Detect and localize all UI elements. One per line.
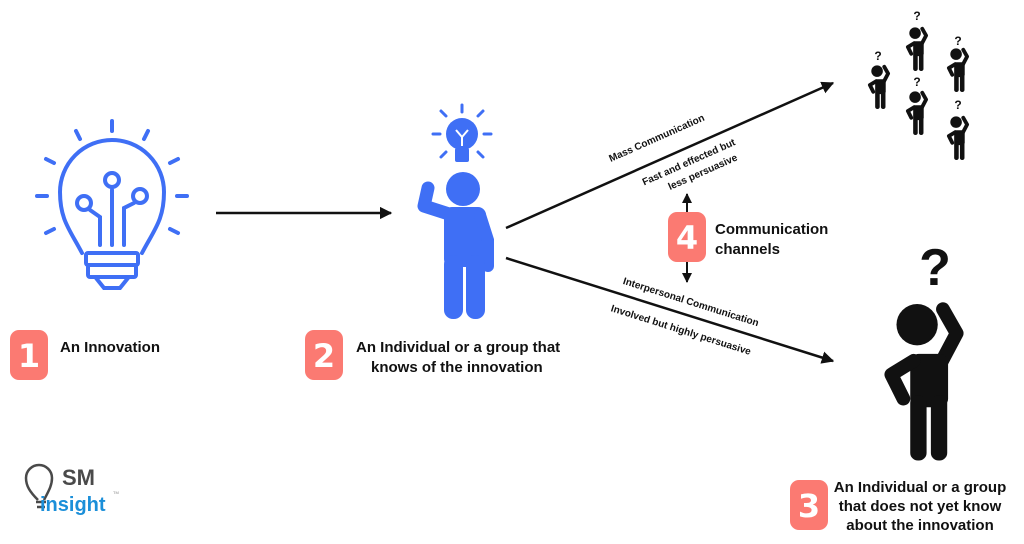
svg-text:insight: insight — [40, 494, 106, 516]
step-badge-1: 1 — [10, 330, 48, 380]
svg-text:2: 2 — [313, 337, 335, 375]
svg-text:?: ? — [913, 9, 920, 23]
mass-communication-arrow — [505, 81, 835, 230]
svg-text:4: 4 — [676, 219, 698, 257]
lightbulb-circuit-icon — [35, 119, 189, 290]
step-3-label-line-3: about the innovation — [846, 517, 994, 534]
step-4-label-line-1: Communication — [715, 221, 828, 238]
step-3-label-line-2: that does not yet know — [839, 498, 1002, 515]
step-4-label-line-2: channels — [715, 241, 780, 258]
step-badge-4: 4 — [668, 212, 706, 262]
svg-text:?: ? — [874, 49, 881, 63]
svg-text:SM: SM — [62, 465, 95, 490]
svg-text:?: ? — [919, 239, 951, 297]
step-2-label-line-1: An Individual or a group that — [356, 339, 560, 356]
step-badge-3: 3 — [790, 480, 828, 530]
step-badge-2: 2 — [305, 330, 343, 380]
step-1-label: An Innovation — [60, 339, 160, 356]
confused-person-icon: ? — [891, 239, 956, 461]
person-idea-icon — [417, 103, 494, 319]
svg-text:TM: TM — [113, 490, 119, 495]
svg-text:?: ? — [954, 34, 961, 48]
svg-text:1: 1 — [18, 337, 40, 375]
sm-insight-logo: SM insight TM — [24, 463, 119, 516]
svg-text:?: ? — [913, 75, 920, 89]
step-3-label-line-1: An Individual or a group — [834, 479, 1007, 496]
confused-group-icon: ? ? ? ? ? — [870, 9, 967, 160]
svg-text:?: ? — [954, 98, 961, 112]
step-2-label-line-2: knows of the innovation — [371, 359, 543, 376]
interpersonal-communication-arrow — [505, 256, 835, 364]
svg-text:3: 3 — [798, 487, 820, 525]
